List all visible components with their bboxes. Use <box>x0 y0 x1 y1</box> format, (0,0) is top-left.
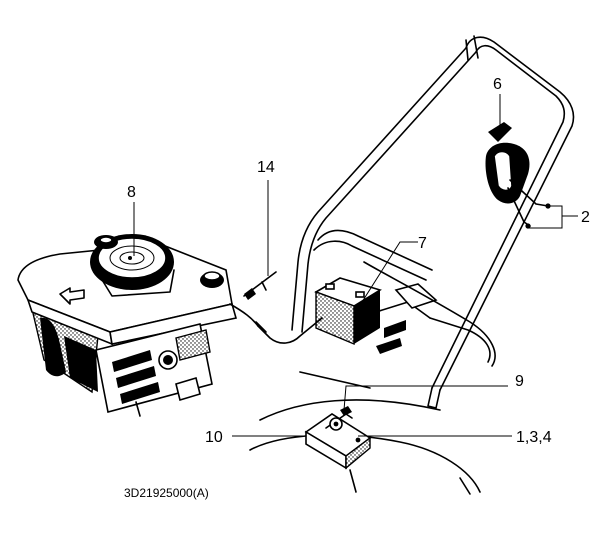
callout-9: 9 <box>515 373 524 390</box>
callout-2: 2 <box>581 209 590 226</box>
connector-14 <box>243 271 277 300</box>
battery <box>314 277 382 346</box>
engine <box>17 234 238 417</box>
ignition-cable <box>229 303 323 344</box>
callout-8: 8 <box>127 184 136 201</box>
handle-bar <box>291 35 575 409</box>
mower-deck <box>249 261 496 495</box>
drawing-code: 3D21925000(A) <box>124 486 209 500</box>
callout-10: 10 <box>205 429 223 446</box>
callout-7: 7 <box>418 235 427 252</box>
handle-bracket <box>375 283 491 363</box>
callout-14: 14 <box>257 159 275 176</box>
callout-1-3-4: 1,3,4 <box>516 429 552 446</box>
callout-6: 6 <box>493 76 502 93</box>
leader-lines <box>133 94 578 437</box>
mounting-bracket <box>304 406 372 470</box>
throttle-lever <box>485 122 551 229</box>
